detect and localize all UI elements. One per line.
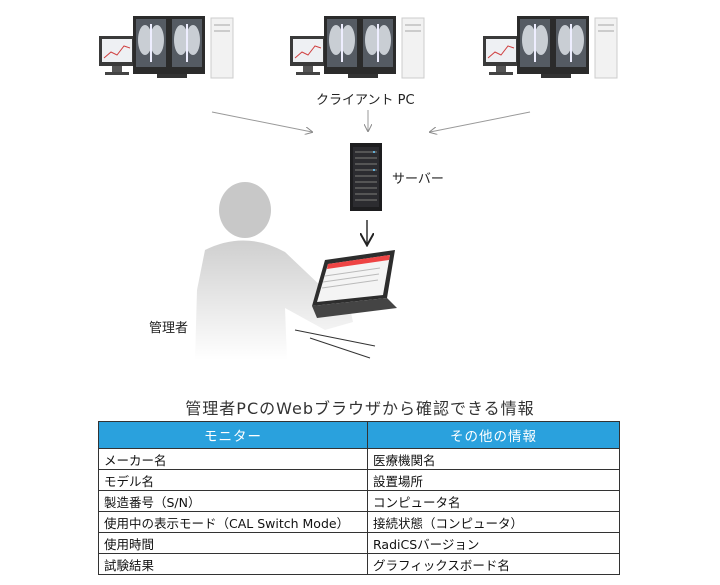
table-row: 使用時間 RadiCSバージョン [98,532,620,554]
column-header-monitor: モニター [98,421,368,449]
table-cell: 製造番号（S/N） [98,490,368,512]
table-row: モデル名 設置場所 [98,469,620,491]
table-row: 使用中の表示モード（CAL Switch Mode） 接続状態（コンピュータ） [98,511,620,533]
table-row: 試験結果 グラフィックスボード名 [98,553,620,575]
administrator-with-laptop [175,180,415,360]
server-label: サーバー [392,172,444,187]
table-cell: モデル名 [98,469,368,491]
table-cell: 接続状態（コンピュータ） [367,511,620,533]
table-cell: コンピュータ名 [367,490,620,512]
admin-head [219,182,271,238]
client-pc-label: クライアント PC [316,93,415,108]
client-workstation-2 [288,10,438,82]
table-cell: RadiCSバージョン [367,532,620,554]
column-header-other: その他の情報 [367,421,620,449]
arrow-client1-to-server [211,111,312,132]
table-cell: 医療機関名 [367,448,620,470]
table-cell: グラフィックスボード名 [367,553,620,575]
table-cell: メーカー名 [98,448,368,470]
table-cell: 使用時間 [98,532,368,554]
table-row: 製造番号（S/N） コンピュータ名 [98,490,620,512]
table-cell: 使用中の表示モード（CAL Switch Mode） [98,511,368,533]
client-workstation-3 [481,10,631,82]
client-workstation-1 [97,10,247,82]
laptop-icon [312,250,397,318]
arrow-client3-to-server [430,111,531,132]
server-rack-icon [350,143,382,211]
info-table: モニター その他の情報 メーカー名 医療機関名 モデル名 設置場所 製造番号（S… [98,421,620,575]
table-row: メーカー名 医療機関名 [98,448,620,470]
table-cell: 設置場所 [367,469,620,491]
table-cell: 試験結果 [98,553,368,575]
admin-body [195,240,353,360]
administrator-label: 管理者 [149,321,189,336]
table-title: 管理者PCのWebブラウザから確認できる情報 [185,399,535,418]
